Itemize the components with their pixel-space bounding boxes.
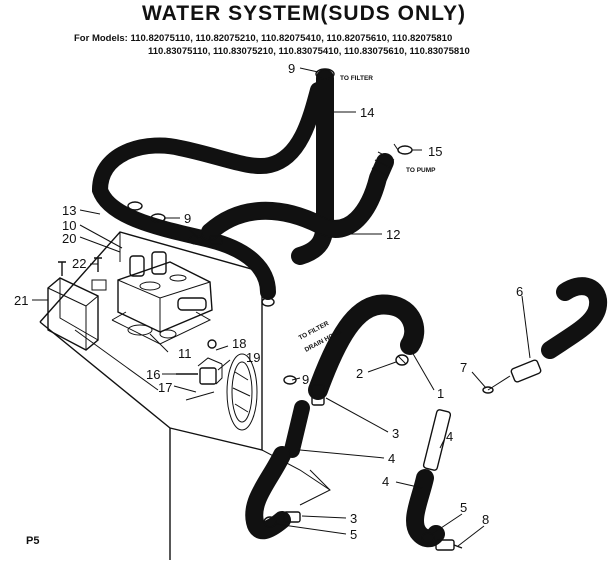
pressure-switch [176,339,223,401]
models-list-1: 110.82075110, 110.82075210, 110.82075410… [130,33,453,44]
callout-1: 1 [437,386,444,401]
callout-11: 11 [178,346,192,361]
callout-14: 14 [360,105,374,120]
pump-hose [201,151,395,241]
models-line-1: For Models: 110.82075110, 110.82075210, … [74,33,452,44]
lower-drain-hose [245,446,331,540]
clamp-15 [397,145,413,155]
callout-16: 16 [146,367,160,382]
water-valve [111,251,213,345]
models-line-2: 110.83075110, 110.83075210, 110.83075410… [148,46,470,57]
callout-3-lower: 3 [350,511,357,526]
drain-hose-assembly [284,294,425,458]
right-drain-hose [406,409,463,551]
callout-4-left: 4 [388,451,395,466]
callout-21: 21 [14,293,28,308]
callout-9-mid: 9 [184,211,191,226]
models-prefix: For Models: [74,33,128,44]
callout-4-upper: 4 [446,429,453,444]
callout-9-low: 9 [302,372,309,387]
callout-12: 12 [386,227,400,242]
callout-17: 17 [158,380,172,395]
callout-2: 2 [356,366,363,381]
callout-13: 13 [62,203,76,218]
drain-panel [226,353,258,431]
diagram-title: WATER SYSTEM(SUDS ONLY) [141,2,467,25]
footer-code: P5 [26,535,39,547]
to-pump-label: TO PUMP [406,167,436,174]
callout-20: 20 [62,231,76,246]
leader-lines [32,67,531,547]
callout-8: 8 [482,512,489,527]
callout-5-right: 5 [460,500,467,515]
callout-15: 15 [428,144,442,159]
screws [58,257,102,276]
upper-inlet-hose [92,82,326,300]
callout-18: 18 [232,336,246,351]
callout-3-upper: 3 [392,426,399,441]
callout-19: 19 [246,350,260,365]
callout-6: 6 [516,284,523,299]
callout-9: 9 [288,61,295,76]
clamp-2 [395,354,409,366]
callout-5-left: 5 [350,527,357,542]
callout-7: 7 [460,360,467,375]
to-filter-label: TO FILTER [340,75,373,82]
hose-clamps [127,143,413,385]
machine-cabinet [39,231,331,560]
callout-4-right: 4 [382,474,389,489]
mounting-bracket [47,277,107,351]
callout-10: 10 [62,218,76,233]
callout-22: 22 [72,256,86,271]
outlet-hose [482,277,608,394]
